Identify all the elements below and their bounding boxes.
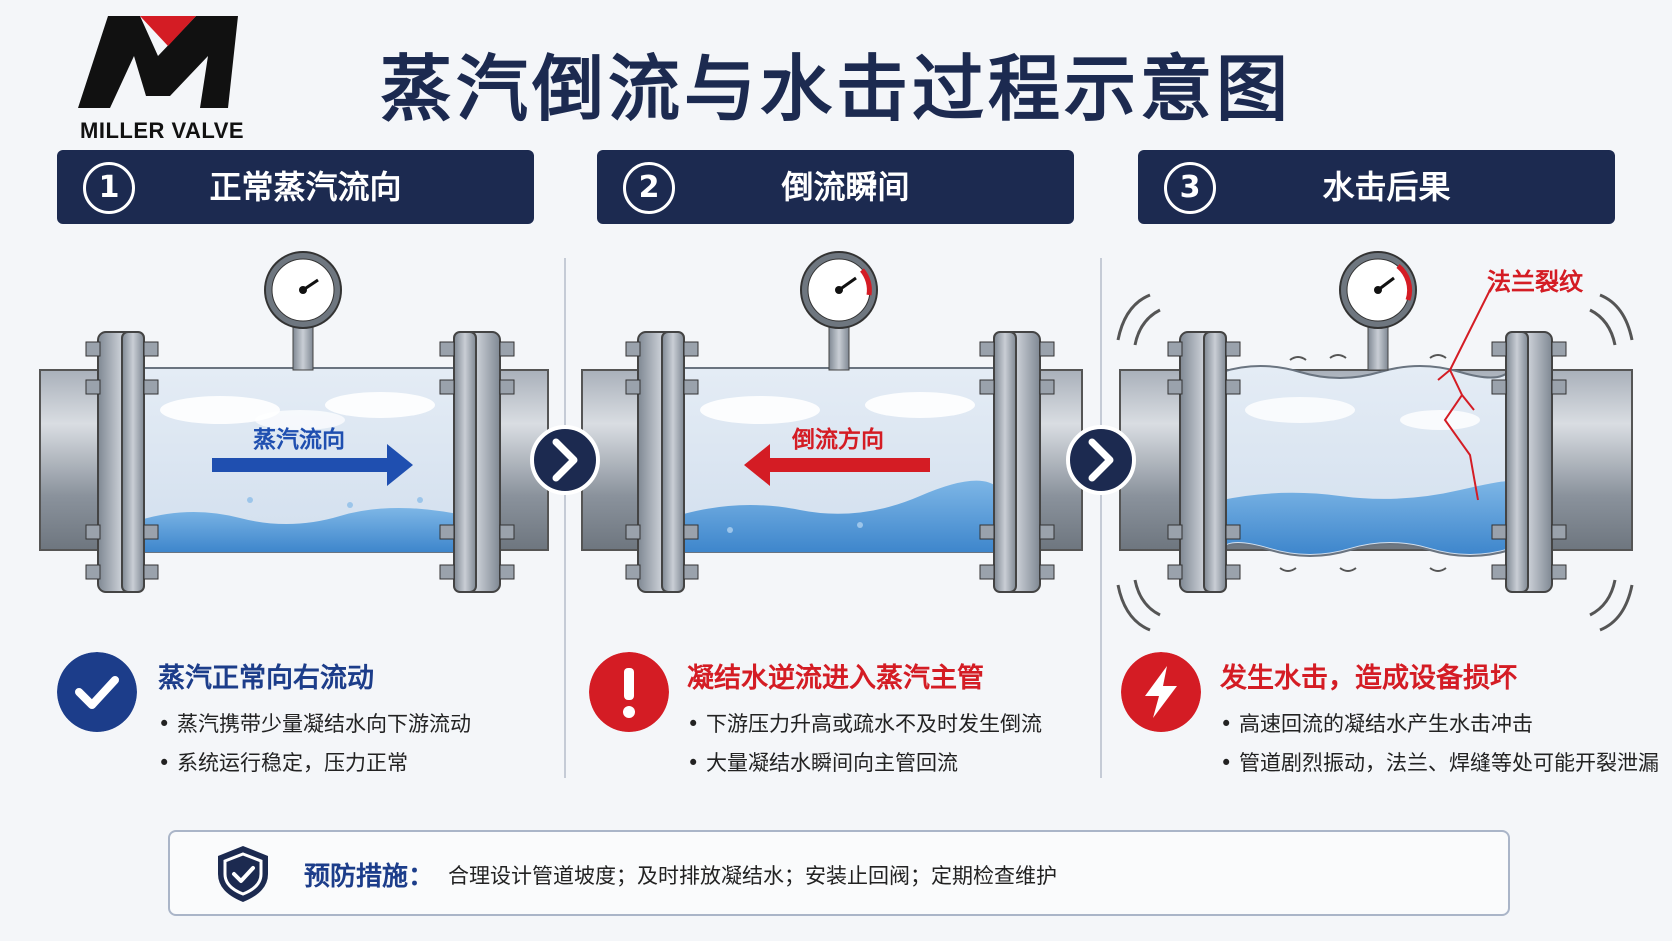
flange-left-1 bbox=[85, 331, 159, 593]
crack-icon bbox=[1437, 289, 1491, 501]
pipe-panel-3 bbox=[1116, 251, 1634, 632]
prevention-label: 预防措施： bbox=[304, 862, 435, 892]
flange-right-1 bbox=[439, 331, 515, 593]
result-title-3: 发生水击，造成设备损坏 bbox=[1220, 663, 1517, 694]
bullet-3-2: • 管道剧烈振动，法兰、焊缝等处可能开裂泄漏 bbox=[1220, 751, 1660, 775]
flange-crack-label: 法兰裂纹 bbox=[1487, 268, 1583, 296]
miller-valve-logo bbox=[78, 16, 238, 108]
pipe-panel-2 bbox=[581, 251, 1083, 593]
logo-text: MILLER VALVE bbox=[80, 118, 245, 143]
pressure-gauge-icon bbox=[264, 251, 342, 371]
bullet-1-2: • 系统运行稳定，压力正常 bbox=[158, 751, 409, 775]
step-number-2: 2 bbox=[623, 162, 675, 214]
chevron-right-icon bbox=[1066, 425, 1136, 495]
step-title-1: 正常蒸汽流向 bbox=[209, 168, 402, 206]
bullet-3-1: • 高速回流的凝结水产生水击冲击 bbox=[1220, 712, 1534, 736]
result-title-1: 蒸汽正常向右流动 bbox=[158, 663, 374, 694]
reverse-flow-label: 倒流方向 bbox=[792, 427, 884, 453]
flange-right-3 bbox=[1491, 331, 1567, 593]
step-header-2: 2 倒流瞬间 bbox=[597, 150, 1074, 224]
chevron-right-icon bbox=[530, 425, 600, 495]
flange-right-2 bbox=[979, 331, 1055, 593]
result-title-2: 凝结水逆流进入蒸汽主管 bbox=[687, 663, 984, 694]
checkmark-icon bbox=[57, 652, 137, 732]
step-number-1: 1 bbox=[83, 162, 135, 214]
pressure-gauge-icon bbox=[800, 251, 878, 371]
steam-flow-arrow bbox=[212, 444, 413, 486]
flange-left-2 bbox=[625, 331, 699, 593]
pipe-panel-1 bbox=[39, 251, 549, 593]
flange-left-3 bbox=[1167, 331, 1241, 593]
step-header-3: 3 水击后果 bbox=[1138, 150, 1615, 224]
page-title: 蒸汽倒流与水击过程示意图 bbox=[380, 47, 1293, 131]
step-title-3: 水击后果 bbox=[1322, 168, 1451, 206]
prevention-text: 合理设计管道坡度；及时排放凝结水；安装止回阀；定期检查维护 bbox=[448, 864, 1057, 888]
panel-divider-1 bbox=[564, 258, 566, 778]
bullet-1-1: • 蒸汽携带少量凝结水向下游流动 bbox=[158, 712, 472, 736]
lightning-icon bbox=[1121, 652, 1201, 732]
exclamation-icon bbox=[589, 652, 669, 732]
pressure-gauge-icon bbox=[1339, 251, 1417, 371]
panel-divider-2 bbox=[1100, 258, 1102, 778]
bullet-2-2: • 大量凝结水瞬间向主管回流 bbox=[687, 751, 959, 775]
step-number-3: 3 bbox=[1164, 162, 1216, 214]
step-header-1: 1 正常蒸汽流向 bbox=[57, 150, 534, 224]
prevention-box: 预防措施： 合理设计管道坡度；及时排放凝结水；安装止回阀；定期检查维护 bbox=[168, 830, 1510, 916]
shield-check-icon bbox=[218, 846, 268, 902]
reverse-flow-arrow bbox=[744, 444, 930, 486]
step-title-2: 倒流瞬间 bbox=[781, 168, 910, 206]
steam-flow-label: 蒸汽流向 bbox=[253, 427, 345, 453]
bullet-2-1: • 下游压力升高或疏水不及时发生倒流 bbox=[687, 712, 1043, 736]
vibration-lines bbox=[1116, 293, 1634, 632]
